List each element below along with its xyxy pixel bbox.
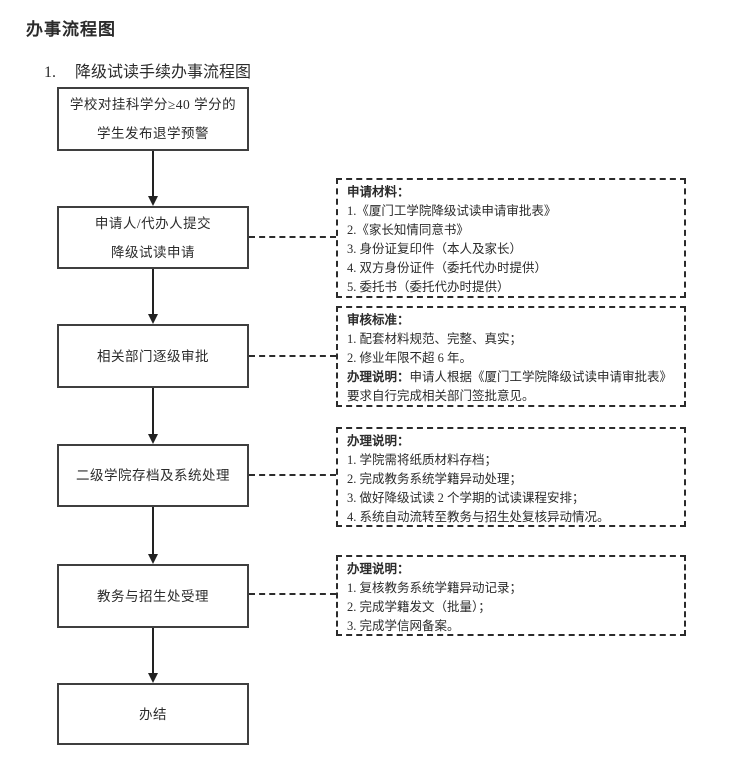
note-item: 3. 完成学信网备案。 [347,619,460,633]
ordered-item-title: 降级试读手续办事流程图 [75,64,252,81]
arrowhead-icon [147,434,158,444]
note-inline-text: 申请人根据《厦门工学院降级试读申请审批表》 [409,370,673,384]
step-label-line: 相关部门逐级审批 [97,348,209,364]
note-item: 1.《厦门工学院降级试读申请审批表》 [347,204,557,218]
step-admissions-acceptance: 教务与招生处受理 [57,564,249,628]
note-paragraph-line: 办理说明：申请人根据《厦门工学院降级试读申请审批表》 [347,368,676,387]
note-heading: 办理说明： [347,434,410,448]
step-submit-application: 申请人/代办人提交 降级试读申请 [57,206,249,269]
note-application-materials: 申请材料： 1.《厦门工学院降级试读申请审批表》 2.《家长知情同意书》 3. … [336,178,686,298]
note-heading: 办理说明： [347,562,410,576]
note-item: 1. 配套材料规范、完整、真实； [347,332,523,346]
note-item: 1. 复核教务系统学籍异动记录； [347,581,523,595]
note-review-criteria: 审核标准： 1. 配套材料规范、完整、真实； 2. 修业年限不超 6 年。 办理… [336,306,686,407]
arrowhead-icon [147,314,158,324]
arrowhead-icon [147,673,158,683]
step-college-archive: 二级学院存档及系统处理 [57,444,249,507]
arrow-shaft [152,507,154,556]
ordered-item-heading: 1. 降级试读手续办事流程图 [44,58,251,82]
dashed-connector [249,593,336,595]
note-item: 5. 委托书（委托代办时提供） [347,280,510,294]
note-heading: 审核标准： [347,313,410,327]
step-label-line: 办结 [139,706,167,722]
note-item: 4. 系统自动流转至教务与招生处复核异动情况。 [347,510,610,524]
ordered-item-number: 1. [44,64,56,81]
note-item: 3. 做好降级试读 2 个学期的试读课程安排； [347,491,585,505]
arrowhead-icon [147,196,158,206]
dashed-connector [249,236,336,238]
note-item: 2.《家长知情同意书》 [347,223,469,237]
note-item: 4. 双方身份证件（委托代办时提供） [347,261,548,275]
down-arrow [147,507,159,564]
note-inline-heading: 办理说明： [347,370,410,384]
dashed-connector [249,355,336,357]
step-label-line: 申请人/代办人提交 [94,215,212,231]
page-title: 办事流程图 [26,20,116,39]
step-department-approval: 相关部门逐级审批 [57,324,249,388]
note-heading: 申请材料： [347,185,410,199]
arrow-shaft [152,269,154,316]
step-label-line: 降级试读申请 [111,244,195,260]
arrow-shaft [152,628,154,675]
note-paragraph-line: 要求自行完成相关部门签批意见。 [347,389,535,403]
note-college-processing-instructions: 办理说明： 1. 学院需将纸质材料存档； 2. 完成教务系统学籍异动处理； 3.… [336,427,686,527]
note-item: 2. 修业年限不超 6 年。 [347,351,473,365]
step-label-line: 教务与招生处受理 [97,588,209,604]
step-label-line: 二级学院存档及系统处理 [76,468,230,483]
note-item: 3. 身份证复印件（本人及家长） [347,242,523,256]
arrowhead-icon [147,554,158,564]
down-arrow [147,628,159,683]
step-withdrawal-warning: 学校对挂科学分≥40 学分的 学生发布退学预警 [57,87,249,151]
step-complete: 办结 [57,683,249,745]
step-label-line: 学生发布退学预警 [97,126,209,141]
down-arrow [147,388,159,444]
dashed-connector [249,474,336,476]
note-item: 2. 完成学籍发文（批量）； [347,600,491,614]
step-label-line: 学校对挂科学分≥40 学分的 [69,97,237,112]
arrow-shaft [152,388,154,436]
arrow-shaft [152,151,154,198]
note-admissions-instructions: 办理说明： 1. 复核教务系统学籍异动记录； 2. 完成学籍发文（批量）； 3.… [336,555,686,636]
down-arrow [147,151,159,206]
down-arrow [147,269,159,324]
note-item: 1. 学院需将纸质材料存档； [347,453,498,467]
note-item: 2. 完成教务系统学籍异动处理； [347,472,523,486]
